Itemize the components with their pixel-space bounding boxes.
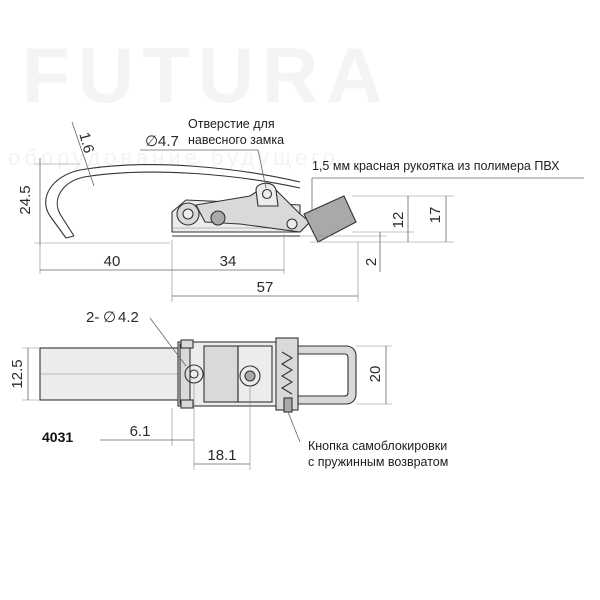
watermark-tagline: оборудование будущего — [8, 145, 339, 170]
dim-2: 2 — [363, 258, 380, 266]
note-button-1: Кнопка самоблокировки — [308, 439, 447, 453]
top-dimensions: 12.5 20 2- ∅ 4.2 6.1 18.1 Кнопка самобло… — [9, 309, 448, 470]
side-view — [45, 164, 357, 243]
note-handle: 1,5 мм красная рукоятка из полимера ПВХ — [312, 159, 560, 173]
dim-4-2: 4.2 — [118, 309, 139, 326]
dim-40: 40 — [104, 253, 121, 270]
padlock-tab — [255, 182, 279, 207]
model-code: 4031 — [42, 429, 73, 445]
knuckle-bottom — [180, 399, 194, 409]
red-handle — [303, 195, 357, 243]
dim-4-7: 4.7 — [158, 133, 179, 150]
dim-12-5: 12.5 — [9, 359, 26, 388]
knuckle-top — [180, 339, 194, 349]
dim-57: 57 — [257, 279, 274, 296]
side-dimensions: 24.5 1.6 ∅ 4.7 Отверстие для навесного з… — [17, 117, 584, 302]
top-view — [39, 337, 357, 413]
spring-coil — [280, 351, 294, 395]
note-padlock-2: навесного замка — [188, 133, 284, 147]
dim-17: 17 — [427, 207, 444, 224]
dim-12: 12 — [390, 212, 407, 229]
wire-hook-outer — [45, 164, 301, 239]
dim-34: 34 — [220, 253, 237, 270]
lever-rivet — [210, 210, 226, 226]
dim-1-6: 1.6 — [75, 131, 97, 156]
note-padlock-1: Отверстие для — [188, 117, 275, 131]
dim-24-5: 24.5 — [17, 185, 34, 214]
lever-plate-left — [203, 345, 239, 403]
lock-button-top — [283, 397, 293, 413]
dim-18-1: 18.1 — [207, 447, 236, 464]
dim-diameter-symbol-2: ∅ — [103, 309, 116, 326]
wire-hook-tip — [65, 235, 75, 239]
locking-pin-side — [286, 218, 298, 230]
note-button-2: с пружинным возвратом — [308, 455, 448, 469]
pivot-pin — [182, 208, 194, 220]
wire-hook-inner — [56, 171, 301, 237]
padlock-hole — [261, 188, 273, 200]
dim-6-1: 6.1 — [130, 423, 151, 440]
watermark-brand: FUTURA — [22, 31, 391, 119]
dim-20: 20 — [367, 366, 384, 383]
handle-loop-top — [297, 345, 357, 405]
dim-diameter-symbol-1: ∅ — [145, 133, 158, 150]
dim-2-dash: 2- — [86, 309, 99, 326]
